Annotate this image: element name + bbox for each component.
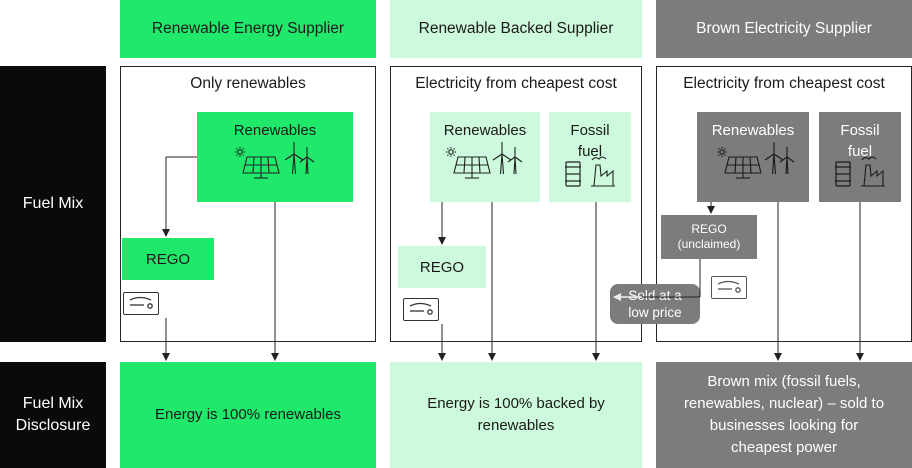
sold-low-price-badge: Sold at a low price — [610, 284, 700, 324]
rego-label: (unclaimed) — [677, 237, 741, 251]
header-renewable-energy-supplier: Renewable Energy Supplier — [120, 0, 376, 58]
certificate-icon — [403, 298, 439, 321]
fossil-fuel-label: fuel — [847, 143, 873, 160]
solar-panel-icon — [716, 146, 762, 179]
oil-barrel-icon — [834, 161, 852, 187]
header-brown-electricity-supplier: Brown Electricity Supplier — [656, 0, 912, 58]
disclosure-text: renewables — [477, 417, 555, 434]
header-label: Renewable Backed Supplier — [418, 20, 614, 37]
sold-label: Sold at a — [628, 288, 682, 303]
fossil-fuel-box: Fossil fuel — [549, 112, 631, 202]
fossil-fuel-label: Fossil — [570, 122, 610, 139]
row-label-text: Fuel Mix — [22, 395, 84, 412]
row-label-text: Disclosure — [15, 417, 91, 434]
header-label: Brown Electricity Supplier — [696, 20, 872, 37]
solar-panel-icon — [234, 146, 280, 179]
header-label: Renewable Energy Supplier — [151, 20, 345, 37]
row-label-text: Fuel Mix — [22, 195, 84, 212]
disclosure-renewable-energy: Energy is 100% renewables — [120, 362, 376, 468]
rego-label: REGO — [691, 222, 727, 236]
wind-turbine-icon — [764, 141, 795, 175]
panel-title: Electricity from cheapest cost — [683, 75, 885, 92]
renewables-label: Renewables — [711, 122, 795, 139]
wind-turbine-icon — [492, 141, 523, 175]
solar-panel-icon — [445, 146, 491, 179]
certificate-icon-graphic — [129, 296, 153, 309]
rego-box: REGO — [398, 246, 486, 288]
disclosure-text: renewables, nuclear) – sold to — [683, 395, 885, 412]
oil-barrel-icon — [564, 161, 582, 187]
disclosure-text: Energy is 100% renewables — [155, 406, 341, 423]
disclosure-text: Brown mix (fossil fuels, — [707, 373, 861, 390]
rego-box: REGO — [122, 238, 214, 280]
certificate-icon — [123, 292, 159, 315]
renewables-label: Renewables — [233, 122, 317, 139]
power-plant-icon — [860, 156, 886, 187]
connector-arrows-col2 — [438, 202, 600, 361]
row-label-fuel-mix: Fuel Mix — [0, 66, 106, 342]
rego-label: REGO — [419, 258, 465, 276]
panel-title: Only renewables — [190, 75, 306, 92]
connector-arrows-col3 — [642, 202, 864, 361]
panel-title: Electricity from cheapest cost — [415, 75, 617, 92]
rego-unclaimed-box: REGO (unclaimed) — [661, 215, 757, 259]
disclosure-brown: Brown mix (fossil fuels, renewables, nuc… — [656, 362, 912, 468]
disclosure-renewable-backed: Energy is 100% backed by renewables — [390, 362, 642, 468]
certificate-icon-graphic — [409, 302, 433, 315]
power-plant-icon — [590, 156, 616, 187]
fossil-fuel-box: Fossil fuel — [819, 112, 901, 202]
rego-label: REGO — [145, 250, 191, 268]
certificate-icon — [711, 276, 747, 299]
wind-turbine-icon — [284, 141, 315, 175]
disclosure-text: cheapest power — [731, 439, 837, 456]
fossil-fuel-label: fuel — [577, 143, 603, 160]
renewables-box: Renewables — [697, 112, 809, 202]
fossil-fuel-label: Fossil — [840, 122, 880, 139]
header-renewable-backed-supplier: Renewable Backed Supplier — [390, 0, 642, 58]
disclosure-text: businesses looking for — [709, 417, 859, 434]
disclosure-text: Energy is 100% backed by — [427, 395, 605, 412]
sold-label: low price — [628, 305, 682, 320]
renewables-label: Renewables — [443, 122, 527, 139]
certificate-icon-graphic — [717, 280, 741, 293]
row-label-fuel-mix-disclosure: Fuel Mix Disclosure — [0, 362, 106, 468]
connector-arrows-col1 — [162, 156, 279, 361]
